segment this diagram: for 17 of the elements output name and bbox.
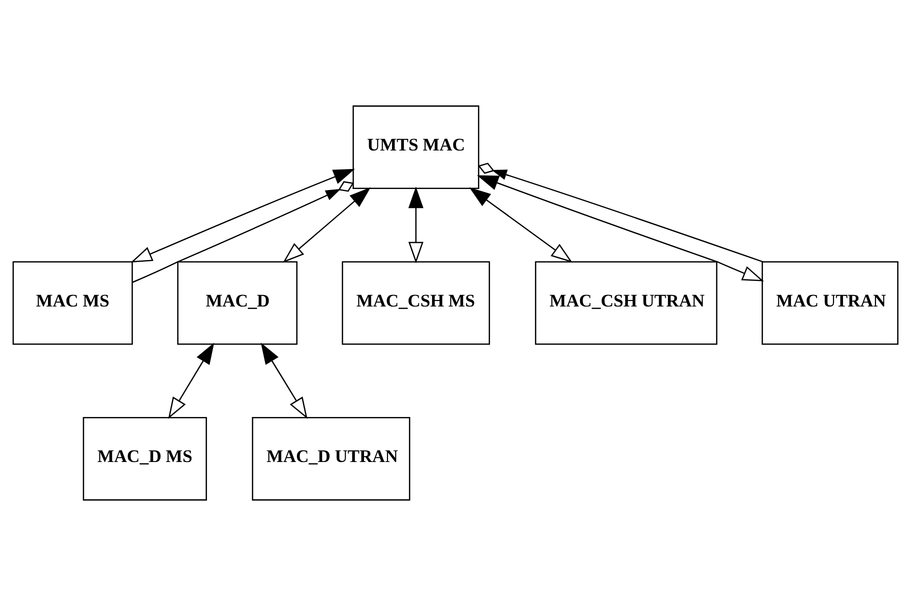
node-box: MAC_D UTRAN: [252, 416, 410, 501]
arrow: [130, 168, 355, 263]
node-box: UMTS MAC: [352, 105, 480, 190]
arrow: [469, 187, 572, 263]
arrow: [476, 175, 764, 282]
node-box: MAC_CSH UTRAN: [534, 261, 718, 345]
arrow: [132, 181, 354, 283]
arrow: [408, 186, 424, 264]
arrow: [168, 342, 214, 419]
node-box: MAC UTRAN: [762, 261, 898, 345]
node-box: MAC_D MS: [82, 416, 207, 501]
arrow: [478, 162, 764, 262]
arrow: [282, 187, 371, 263]
arrow: [260, 342, 308, 419]
node-box: MAC_D: [177, 261, 298, 345]
node-box: MAC_CSH MS: [342, 261, 490, 345]
node-box: MAC MS: [12, 261, 133, 345]
